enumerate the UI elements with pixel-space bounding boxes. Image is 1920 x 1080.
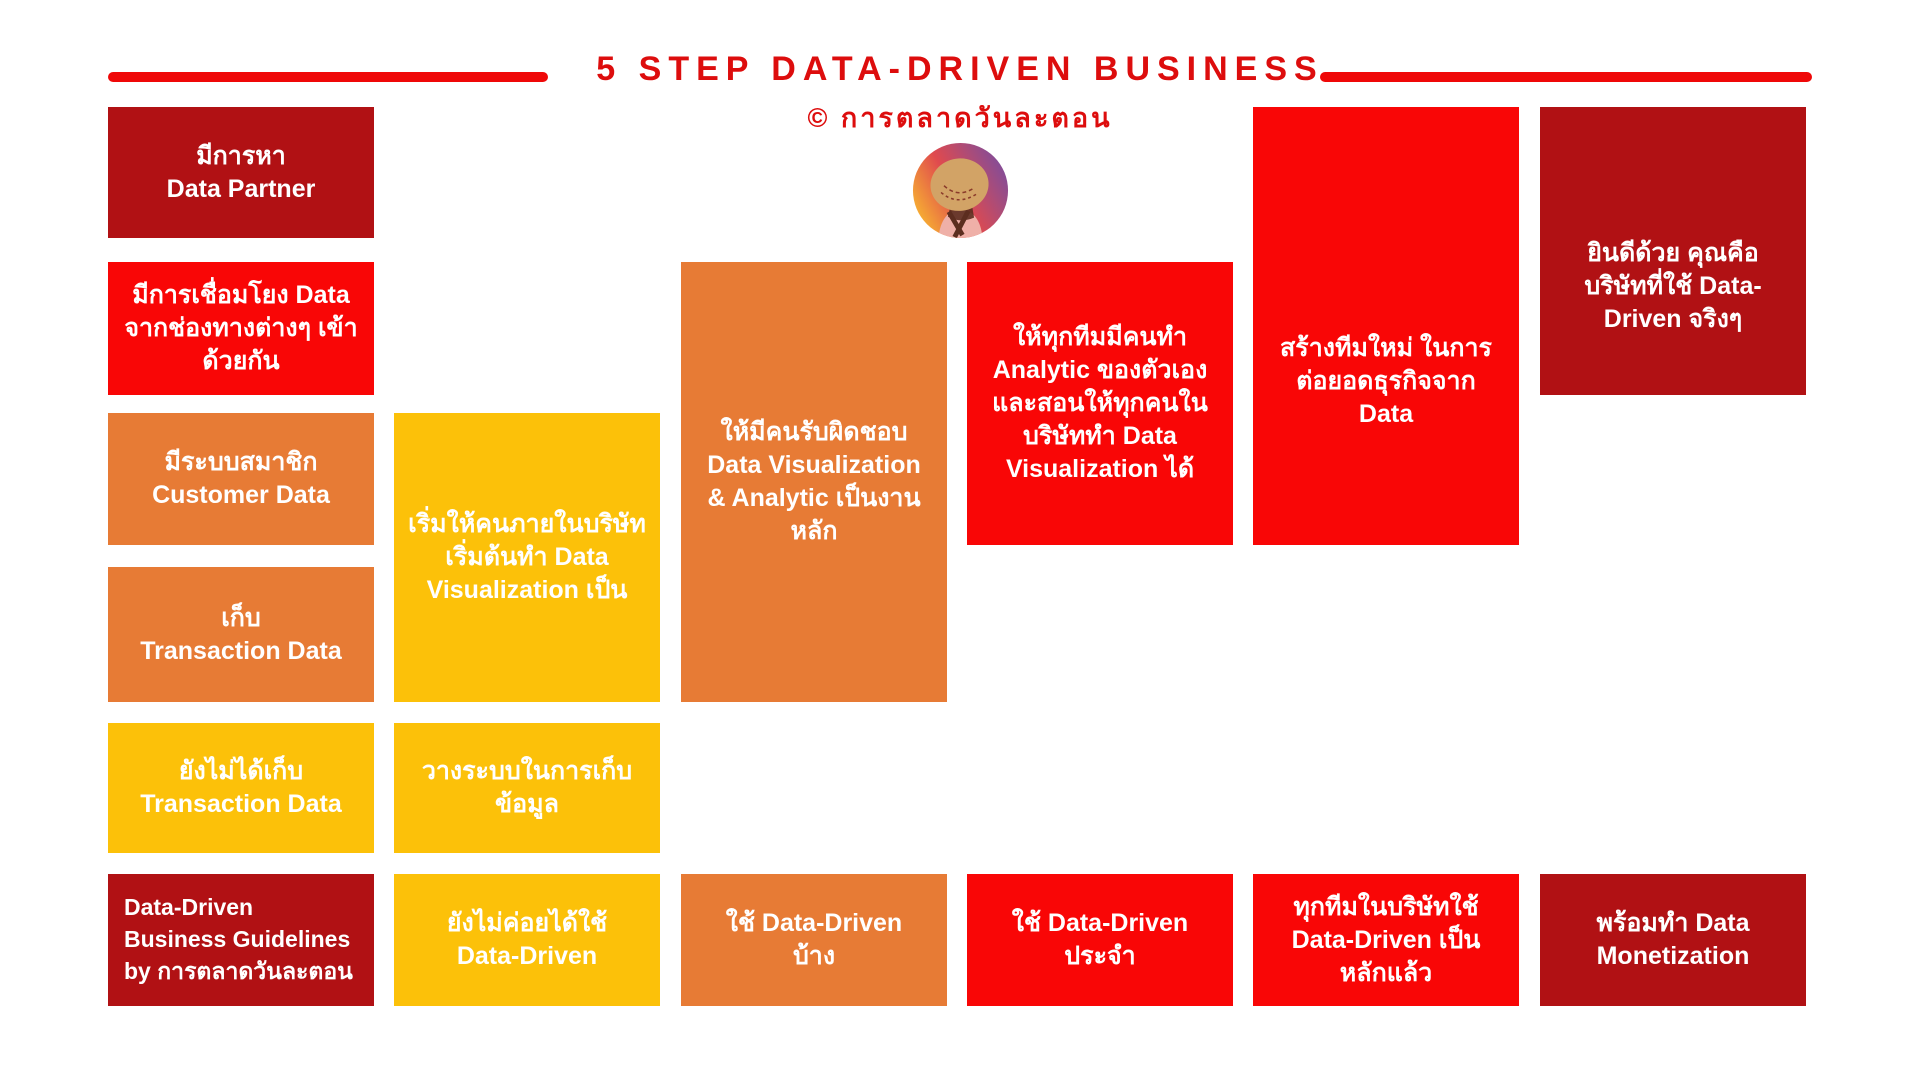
step-box-label: ยังไม่ค่อยได้ใช้ Data-Driven [446, 909, 608, 970]
step-box-label: ใช้ Data-Driven บ้าง [725, 909, 903, 970]
page-subtitle: © การตลาดวันละตอน [807, 103, 1113, 133]
step-box-label: เริ่มให้คนภายในบริษัท เริ่มต้นทำ Data Vi… [408, 510, 646, 604]
person-with-hat-icon [912, 142, 1009, 239]
step-box-label: เก็บ Transaction Data [140, 603, 342, 665]
step-box-5: ยังไม่ได้เก็บ Transaction Data [108, 723, 374, 853]
step-box-label: ทุกทีมในบริษัทใช้ Data-Driven เป็น หลักแ… [1291, 892, 1481, 987]
step-box-3: มีระบบสมาชิก Customer Data [108, 413, 374, 545]
step-box-label: มีระบบสมาชิก Customer Data [152, 448, 330, 509]
step-box-10: ให้มีคนรับผิดชอบ Data Visualization & An… [681, 262, 947, 702]
brand-avatar [912, 142, 1009, 239]
step-box-label: ให้มีคนรับผิดชอบ Data Visualization & An… [707, 418, 921, 545]
step-box-6: Data-Driven Business Guidelines by การตล… [108, 874, 374, 1006]
step-box-label: Data-Driven Business Guidelines by การตล… [124, 894, 353, 984]
step-box-label: มีการเชื่อมโยง Data จากช่องทางต่างๆ เข้า… [124, 281, 358, 375]
step-box-label: พร้อมทำ Data Monetization [1596, 909, 1750, 970]
step-box-label: ยังไม่ได้เก็บ Transaction Data [140, 757, 342, 818]
step-box-14: สร้างทีมใหม่ ในการ ต่อยอดธุรกิจจาก Data [1253, 107, 1519, 545]
step-box-4: เก็บ Transaction Data [108, 567, 374, 702]
step-box-2: มีการเชื่อมโยง Data จากช่องทางต่างๆ เข้า… [108, 262, 374, 395]
step-box-15: ทุกทีมในบริษัทใช้ Data-Driven เป็น หลักแ… [1253, 874, 1519, 1006]
step-box-16: ยินดีด้วย คุณคือ บริษัทที่ใช้ Data- Driv… [1540, 107, 1806, 395]
step-box-1: มีการหา Data Partner [108, 107, 374, 238]
step-box-8: วางระบบในการเก็บ ข้อมูล [394, 723, 660, 853]
step-box-17: พร้อมทำ Data Monetization [1540, 874, 1806, 1006]
step-box-label: วางระบบในการเก็บ ข้อมูล [421, 757, 633, 818]
step-box-11: ใช้ Data-Driven บ้าง [681, 874, 947, 1006]
step-box-7: เริ่มให้คนภายในบริษัท เริ่มต้นทำ Data Vi… [394, 413, 660, 702]
page-title: 5 STEP DATA-DRIVEN BUSINESS [596, 50, 1324, 88]
step-box-9: ยังไม่ค่อยได้ใช้ Data-Driven [394, 874, 660, 1006]
step-box-label: ให้ทุกทีมมีคนทำ Analytic ของตัวเอง และสอ… [992, 323, 1208, 483]
step-box-13: ใช้ Data-Driven ประจำ [967, 874, 1233, 1006]
step-box-label: ใช้ Data-Driven ประจำ [1011, 909, 1189, 970]
title-rule-left [108, 72, 548, 82]
step-box-12: ให้ทุกทีมมีคนทำ Analytic ของตัวเอง และสอ… [967, 262, 1233, 545]
step-box-label: ยินดีด้วย คุณคือ บริษัทที่ใช้ Data- Driv… [1584, 238, 1762, 333]
step-box-label: สร้างทีมใหม่ ในการ ต่อยอดธุรกิจจาก Data [1280, 333, 1492, 428]
step-box-label: มีการหา Data Partner [166, 141, 316, 203]
title-rule-right [1320, 72, 1812, 82]
